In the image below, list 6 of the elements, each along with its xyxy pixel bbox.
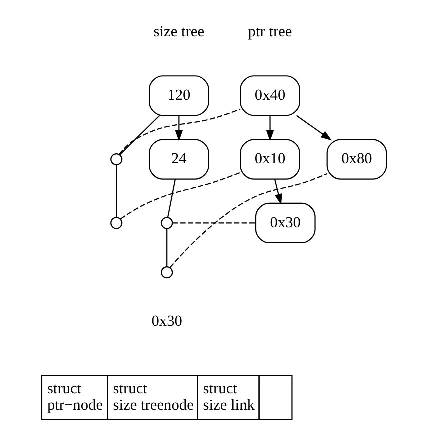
label: size tree bbox=[153, 23, 204, 40]
label: ptr tree bbox=[248, 23, 292, 40]
label: struct ptr−node bbox=[46, 380, 103, 414]
label: struct size treenode bbox=[112, 380, 194, 414]
label: 0x30 bbox=[151, 313, 182, 330]
label: struct size link bbox=[202, 380, 254, 414]
